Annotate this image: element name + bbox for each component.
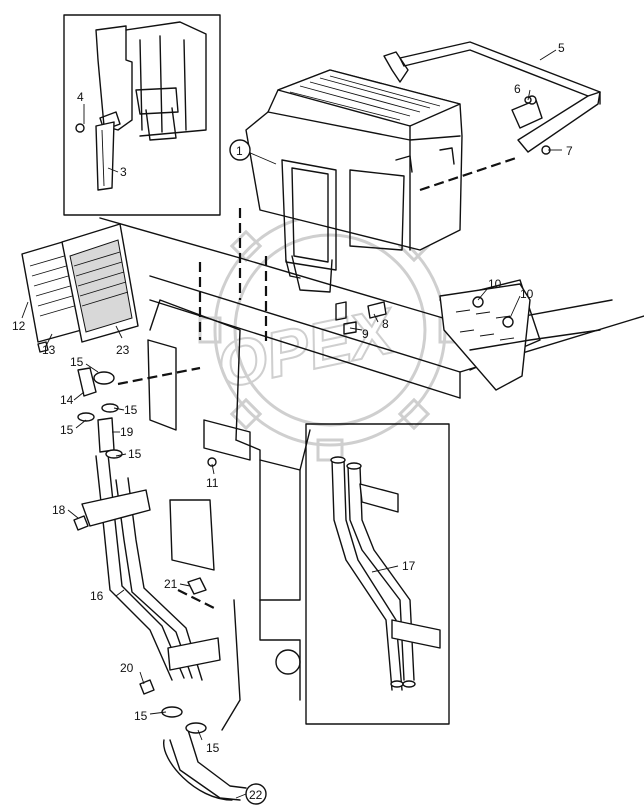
callout-12: 12 (12, 319, 26, 333)
callout-17: 17 (402, 559, 416, 573)
callout-20: 20 (120, 661, 134, 675)
callout-5: 5 (558, 41, 565, 55)
callout-15a: 15 (70, 355, 84, 369)
callout-19: 19 (120, 425, 134, 439)
filter-grille-assembly (21, 223, 139, 343)
callout-9: 9 (362, 327, 369, 341)
callout-23: 23 (116, 343, 130, 357)
leader-lines (21, 49, 562, 799)
hose-bottom (161, 706, 247, 801)
callout-22: 22 (249, 788, 263, 802)
inset-bottom-right (305, 423, 450, 725)
callout-16: 16 (90, 589, 104, 603)
pipe-assembly-left (77, 367, 221, 681)
callout-1: 1 (236, 144, 243, 158)
callout-10b: 10 (520, 287, 534, 301)
callout-15e: 15 (134, 709, 148, 723)
callout-13: 13 (42, 343, 56, 357)
callout-15c: 15 (60, 423, 74, 437)
callout-4: 4 (77, 90, 84, 104)
callout-15f: 15 (206, 741, 220, 755)
callout-14: 14 (60, 393, 74, 407)
callout-3: 3 (120, 165, 127, 179)
bracket-right (439, 283, 601, 391)
callout-21: 21 (164, 577, 178, 591)
callout-11: 11 (206, 476, 219, 490)
callout-10a: 10 (488, 277, 502, 291)
callout-7: 7 (566, 144, 573, 158)
callout-6: 6 (514, 82, 521, 96)
callout-15b: 15 (124, 403, 138, 417)
inset-top-left (63, 14, 221, 216)
callout-18: 18 (52, 503, 66, 517)
callout-8: 8 (382, 317, 389, 331)
heater-unit (245, 69, 463, 293)
callouts: 1 3 4 5 6 7 8 9 10 10 11 12 13 14 15 15 … (12, 41, 573, 805)
alignment-lines (117, 156, 517, 611)
callout-15d: 15 (128, 447, 142, 461)
fasteners-8-9 (335, 301, 387, 335)
